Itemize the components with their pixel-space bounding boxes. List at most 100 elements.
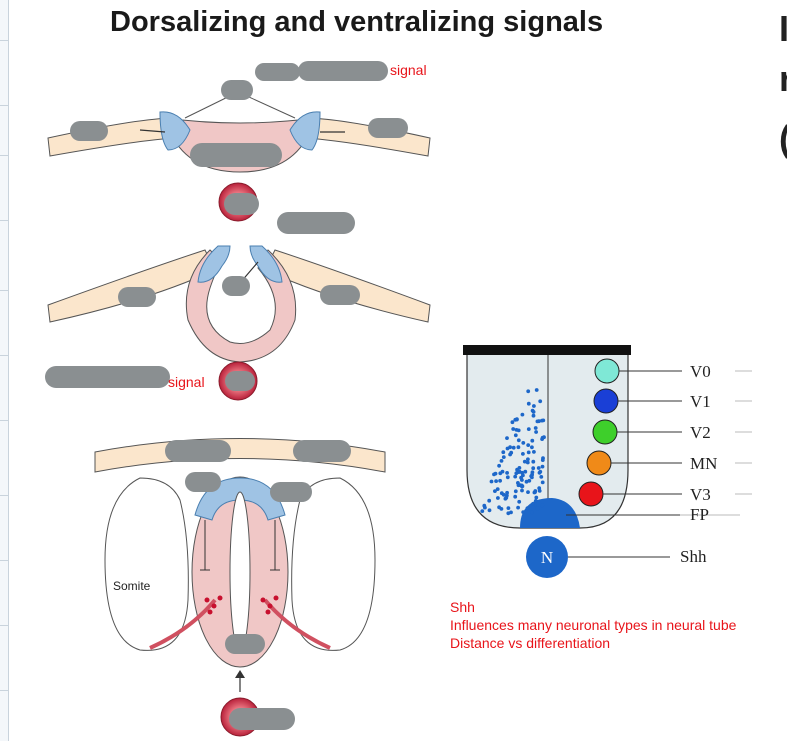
shh-dot	[522, 459, 527, 464]
shh-dot	[497, 463, 501, 468]
shh-dot	[483, 505, 487, 510]
shh-notes: Shh Influences many neuronal types in ne…	[450, 598, 736, 652]
dorsal-signal-label: signal	[390, 62, 427, 78]
domain-v2-label: V2	[690, 423, 711, 442]
floor-plate-label: FP	[690, 505, 709, 524]
shh-dot	[540, 464, 545, 469]
shh-dot	[538, 399, 543, 404]
shh-dot	[506, 506, 511, 510]
shh-dot	[539, 475, 544, 479]
shh-label: Shh	[680, 547, 707, 566]
shh-dot	[526, 457, 530, 462]
shh-dot	[535, 506, 540, 511]
domain-v3-label: V3	[690, 485, 711, 504]
shh-dot	[496, 496, 500, 500]
shh-dot	[514, 471, 519, 476]
shh-dot	[529, 474, 534, 478]
redaction-block	[225, 371, 255, 391]
redaction-block	[270, 482, 312, 502]
redaction-block	[165, 440, 231, 462]
slide-title: Dorsalizing and ventralizing signals	[110, 6, 604, 38]
shh-dot	[531, 410, 536, 414]
shh-dot	[542, 435, 546, 440]
shh-dot	[540, 458, 545, 462]
shh-dot	[520, 412, 525, 417]
shh-dot	[532, 404, 536, 408]
shh-dot	[492, 472, 496, 477]
shh-dot	[508, 445, 512, 450]
shh-dot	[531, 501, 535, 506]
redaction-block	[293, 440, 351, 462]
shh-dot	[540, 503, 545, 508]
shh-dot	[535, 419, 540, 424]
redaction-block	[368, 118, 408, 138]
redaction-block	[225, 634, 265, 654]
domain-mn-circle	[586, 450, 612, 476]
shh-dot	[501, 492, 506, 497]
shh-dot	[516, 445, 521, 450]
shh-dot	[505, 493, 509, 498]
domain-v0-label: V0	[690, 362, 711, 381]
shh-dot	[515, 417, 519, 422]
shh-dot	[511, 427, 516, 431]
shh-dot	[498, 471, 503, 476]
shh-dot	[526, 401, 531, 406]
shh-dot	[513, 474, 518, 479]
shh-dot	[527, 478, 532, 483]
shh-dot	[495, 487, 500, 491]
redaction-block	[222, 276, 250, 296]
shh-dot	[498, 478, 502, 483]
redaction-block	[185, 472, 221, 492]
notochord-letter: N	[541, 548, 553, 567]
shh-dot	[505, 490, 509, 495]
shh-dot	[531, 466, 536, 471]
cutoff-glyph-3: (	[779, 118, 787, 160]
shh-dot	[532, 490, 537, 495]
shh-dot	[516, 428, 521, 433]
ventral-signal-label: signal	[168, 374, 205, 390]
domain-v1-label: V1	[690, 392, 711, 411]
redaction-block	[221, 80, 253, 100]
redaction-block	[45, 366, 170, 388]
shh-dot	[523, 469, 528, 474]
shh-dot	[530, 510, 534, 515]
shh-dot	[521, 452, 525, 456]
redaction-block	[255, 63, 300, 81]
domain-v2-circle	[592, 419, 618, 445]
shh-dot	[487, 508, 492, 513]
shh-dot	[525, 506, 530, 511]
shh-dot	[517, 499, 522, 504]
shh-dot	[530, 445, 534, 450]
domain-mn-label: MN	[690, 454, 717, 473]
cutoff-glyph-2: r	[779, 58, 787, 99]
shh-dot	[513, 489, 518, 494]
neural-tube-stage: Somite	[94, 438, 386, 737]
shh-dot	[534, 495, 539, 500]
shh-dot	[520, 488, 524, 493]
note-line: Shh	[450, 599, 475, 615]
shh-dot	[516, 438, 521, 443]
shh-dot	[530, 438, 535, 443]
shh-dot	[532, 450, 536, 454]
shh-dot	[493, 489, 497, 493]
shh-dot	[540, 418, 544, 423]
domain-v1-circle	[593, 388, 619, 414]
shh-dot	[537, 486, 542, 491]
redaction-block	[70, 121, 108, 141]
shh-dot	[521, 510, 526, 514]
redaction-block	[320, 285, 360, 305]
shh-dot	[519, 475, 523, 480]
shh-dot	[501, 450, 506, 455]
somite-label: Somite	[113, 579, 151, 593]
shh-dot	[534, 430, 538, 434]
shh-dot	[516, 483, 521, 488]
notochord-circle	[526, 536, 568, 578]
shh-dot	[531, 459, 536, 464]
shh-dot	[538, 469, 543, 474]
shh-dot	[533, 426, 538, 430]
shh-dot	[540, 480, 545, 485]
domain-v0-circle	[594, 358, 620, 384]
